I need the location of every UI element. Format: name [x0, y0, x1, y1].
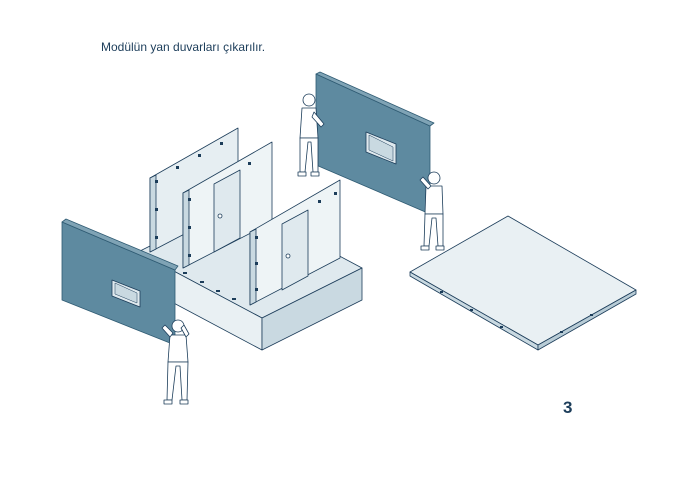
interior-wall-front: [249, 179, 341, 306]
worker-figure-top: [297, 93, 325, 177]
door: [213, 169, 241, 253]
instruction-caption: Modülün yan duvarları çıkarılır.: [101, 40, 266, 54]
worker-figure-left: [161, 319, 190, 405]
side-wall-panel-right: [315, 71, 435, 215]
door: [281, 209, 309, 291]
worker-figure-right: [419, 171, 445, 251]
removed-slab: [409, 215, 637, 351]
step-number: 3: [563, 398, 573, 417]
